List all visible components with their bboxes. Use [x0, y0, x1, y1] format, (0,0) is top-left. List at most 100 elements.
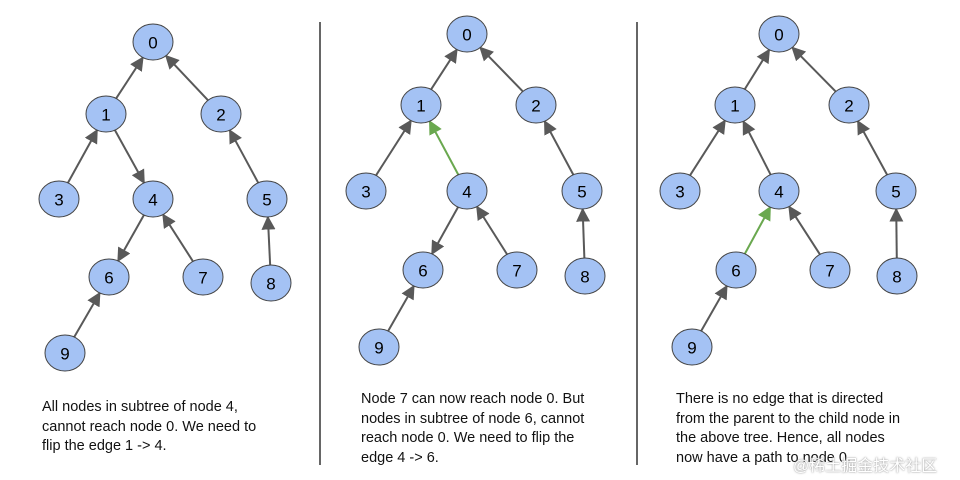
edge-3-to-1 — [67, 128, 98, 184]
node-circle — [714, 86, 756, 124]
node-0: 0 — [446, 15, 488, 53]
edge-9-to-6 — [700, 284, 728, 332]
node-circle — [828, 86, 870, 124]
edge-3-to-1 — [689, 119, 726, 176]
caption-line: reach node 0. We need to flip the — [361, 430, 575, 446]
edge-1-to-0 — [115, 56, 144, 100]
node-circle — [358, 328, 400, 366]
node-5: 5 — [875, 172, 917, 210]
node-label: 4 — [774, 183, 783, 202]
node-circle — [515, 86, 557, 124]
node-circle — [85, 95, 127, 133]
node-circle — [875, 172, 917, 210]
node-circle — [496, 251, 538, 289]
node-0: 0 — [132, 23, 174, 61]
node-label: 4 — [148, 191, 157, 210]
node-circle — [250, 264, 292, 302]
node-circle — [402, 251, 444, 289]
node-circle — [876, 257, 918, 295]
node-8: 8 — [564, 257, 606, 295]
node-7: 7 — [182, 258, 224, 296]
caption-line: Node 7 can now reach node 0. But — [361, 391, 585, 407]
edge-1-to-0 — [430, 48, 458, 90]
node-label: 7 — [512, 262, 521, 281]
node-2: 2 — [515, 86, 557, 124]
node-label: 6 — [418, 262, 427, 281]
node-circle — [671, 328, 713, 366]
node-2: 2 — [200, 95, 242, 133]
caption-line: cannot reach node 0. We need to — [42, 418, 257, 435]
node-label: 8 — [892, 268, 901, 287]
node-0: 0 — [758, 15, 800, 53]
node-9: 9 — [44, 334, 86, 372]
edge-5-to-2 — [543, 119, 575, 176]
edge-5-to-2 — [856, 119, 889, 176]
node-label: 3 — [675, 183, 684, 202]
node-label: 4 — [462, 183, 471, 202]
node-circle — [564, 257, 606, 295]
node-1: 1 — [400, 86, 442, 124]
node-9: 9 — [671, 328, 713, 366]
edge-6-to-4-flipped — [743, 205, 772, 255]
node-2: 2 — [828, 86, 870, 124]
edge-4-to-6 — [117, 214, 145, 263]
node-circle — [88, 258, 130, 296]
node-label: 1 — [101, 106, 110, 125]
node-label: 2 — [216, 106, 225, 125]
edge-2-to-0 — [791, 46, 837, 93]
edge-7-to-4 — [476, 205, 508, 255]
edge-4-to-1-flipped — [428, 119, 460, 176]
node-label: 9 — [374, 339, 383, 358]
node-label: 0 — [462, 26, 471, 45]
edge-7-to-4 — [788, 205, 821, 255]
edge-8-to-5 — [576, 207, 591, 259]
edge-2-to-0 — [164, 54, 209, 101]
node-circle — [715, 251, 757, 289]
node-label: 2 — [844, 97, 853, 116]
node-label: 7 — [198, 269, 207, 288]
caption-line: from the parent to the child node in — [676, 410, 901, 427]
node-label: 7 — [825, 262, 834, 281]
node-label: 3 — [54, 191, 63, 210]
edge-1-to-0 — [743, 48, 771, 90]
caption-panel-3: There is no edge that is directed from t… — [676, 390, 900, 468]
node-circle — [182, 258, 224, 296]
node-label: 9 — [60, 345, 69, 364]
node-1: 1 — [714, 86, 756, 124]
node-4: 4 — [446, 172, 488, 210]
caption-line: the above tree. Hence, all nodes — [676, 430, 885, 446]
node-circle — [246, 180, 288, 218]
node-circle — [132, 180, 174, 218]
edge-4-to-1 — [742, 120, 772, 176]
node-label: 1 — [730, 97, 739, 116]
edge-4-to-6 — [431, 206, 459, 256]
node-circle — [38, 180, 80, 218]
node-6: 6 — [402, 251, 444, 289]
node-circle — [809, 251, 851, 289]
caption-panel-2: Node 7 can now reach node 0. But nodes i… — [361, 390, 584, 468]
caption-line: flip the edge 1 -> 4. — [42, 438, 167, 454]
node-circle — [200, 95, 242, 133]
node-circle — [758, 172, 800, 210]
caption-line: nodes in subtree of node 6, cannot — [361, 410, 585, 427]
node-circle — [659, 172, 701, 210]
node-6: 6 — [88, 258, 130, 296]
node-8: 8 — [250, 264, 292, 302]
edge-9-to-6 — [387, 284, 415, 332]
node-3: 3 — [38, 180, 80, 218]
node-circle — [561, 172, 603, 210]
node-8: 8 — [876, 257, 918, 295]
node-label: 2 — [531, 97, 540, 116]
edge-9-to-6 — [73, 291, 101, 338]
node-4: 4 — [132, 180, 174, 218]
node-circle — [132, 23, 174, 61]
tree-panel-1: 0 1 2 3 4 5 6 7 8 9 — [38, 23, 292, 372]
node-circle — [758, 15, 800, 53]
edge-7-to-4 — [162, 213, 194, 262]
node-circle — [400, 86, 442, 124]
node-label: 5 — [262, 191, 271, 210]
node-5: 5 — [246, 180, 288, 218]
node-label: 9 — [687, 339, 696, 358]
